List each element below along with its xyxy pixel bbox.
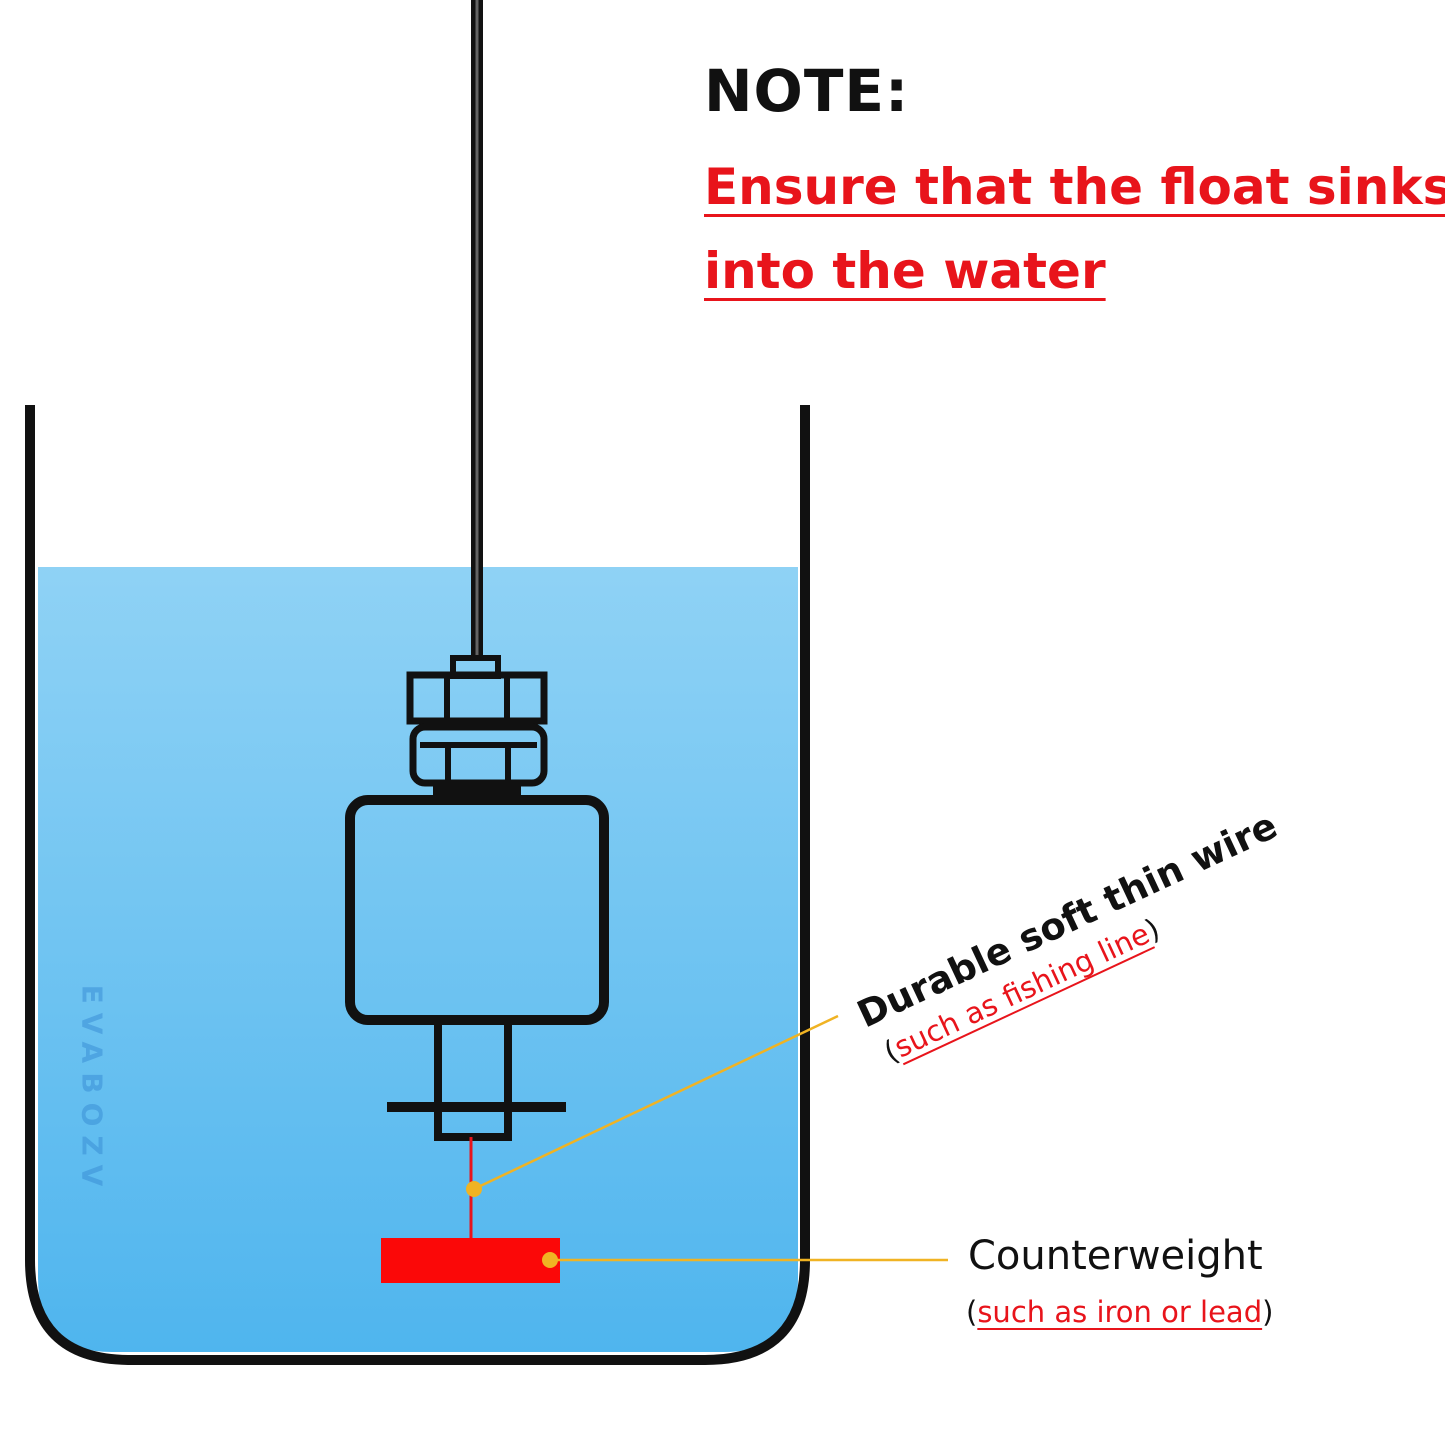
counterweight-label-title: Counterweight: [968, 1233, 1263, 1279]
cw-sub-text: such as iron or lead: [977, 1295, 1263, 1329]
stem: [434, 1016, 512, 1141]
note-title: NOTE:: [704, 57, 910, 125]
upper-nut: [406, 671, 548, 725]
note-line-2: into the water: [704, 242, 1106, 300]
counterweight-block: [381, 1238, 560, 1283]
cw-sub-open: (: [966, 1295, 978, 1329]
lower-nut: [409, 723, 548, 787]
water: [38, 567, 798, 1352]
cw-sub-close: ): [1262, 1295, 1274, 1329]
washer: [433, 784, 521, 796]
tank-container-icon: [25, 405, 810, 1365]
counterweight-leader-dot: [542, 1252, 558, 1268]
note-line-1: Ensure that the float sinks: [704, 158, 1445, 216]
float-switch-icon: [345, 655, 609, 1141]
counterweight-label-subtitle: (such as iron or lead): [966, 1298, 1273, 1327]
wire-leader-dot: [466, 1181, 482, 1197]
watermark-logo: EVABOZV: [75, 984, 109, 1196]
wire-leader-line: [473, 1014, 839, 1191]
